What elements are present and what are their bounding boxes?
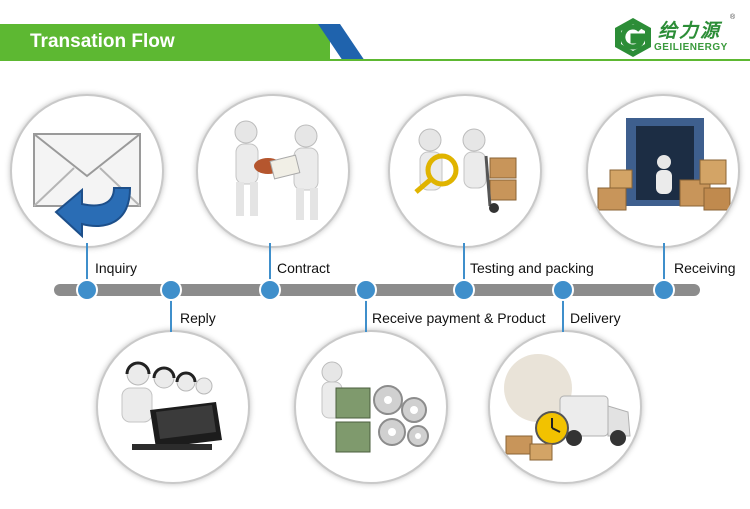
contract-image bbox=[196, 94, 350, 248]
stem-reply bbox=[170, 290, 172, 332]
timeline-node-testing bbox=[453, 279, 475, 301]
stem-delivery bbox=[562, 290, 564, 332]
timeline-node-inquiry bbox=[76, 279, 98, 301]
stem-payment bbox=[365, 290, 367, 332]
testing-packing-image bbox=[388, 94, 542, 248]
timeline-node-delivery bbox=[552, 279, 574, 301]
delivery-image bbox=[488, 330, 642, 484]
reply-image bbox=[96, 330, 250, 484]
timeline-node-contract bbox=[259, 279, 281, 301]
timeline-node-receiving bbox=[653, 279, 675, 301]
header-divider bbox=[0, 59, 750, 61]
stem-receiving bbox=[663, 243, 665, 290]
envelope-reply-icon bbox=[33, 133, 141, 239]
page-title: Transation Flow bbox=[30, 31, 175, 52]
logo-registered: ® bbox=[730, 14, 736, 21]
brand-logo: 给力源 ® GEILIENERGY bbox=[612, 14, 742, 60]
timeline-node-payment bbox=[355, 279, 377, 301]
stem-testing bbox=[463, 243, 465, 290]
step-label-delivery: Delivery bbox=[570, 310, 621, 326]
receiving-image bbox=[586, 94, 740, 248]
step-label-contract: Contract bbox=[277, 260, 330, 276]
logo-icon bbox=[615, 18, 651, 57]
header: Transation Flow 给力源 ® GEILIENERGY bbox=[0, 0, 750, 72]
inspection-packing-icon bbox=[414, 128, 517, 213]
inquiry-image bbox=[10, 94, 164, 248]
step-label-reply: Reply bbox=[180, 310, 216, 326]
timeline-node-reply bbox=[160, 279, 182, 301]
money-gears-icon bbox=[321, 361, 429, 453]
stem-contract bbox=[269, 243, 271, 290]
call-center-icon bbox=[121, 361, 222, 450]
step-label-payment: Receive payment & Product bbox=[372, 310, 546, 326]
logo-text-cn: 给力源 bbox=[658, 20, 722, 42]
timeline-bar bbox=[54, 284, 700, 296]
logo-text-en: GEILIENERGY bbox=[654, 42, 728, 53]
stem-inquiry bbox=[86, 243, 88, 290]
title-bar bbox=[0, 24, 330, 60]
container-boxes-icon bbox=[597, 118, 731, 211]
step-label-receiving: Receiving bbox=[674, 260, 736, 276]
delivery-truck-icon bbox=[504, 354, 631, 461]
payment-product-image bbox=[294, 330, 448, 484]
step-label-inquiry: Inquiry bbox=[95, 260, 138, 276]
step-label-testing: Testing and packing bbox=[470, 260, 594, 276]
handshake-contract-icon bbox=[234, 120, 319, 220]
